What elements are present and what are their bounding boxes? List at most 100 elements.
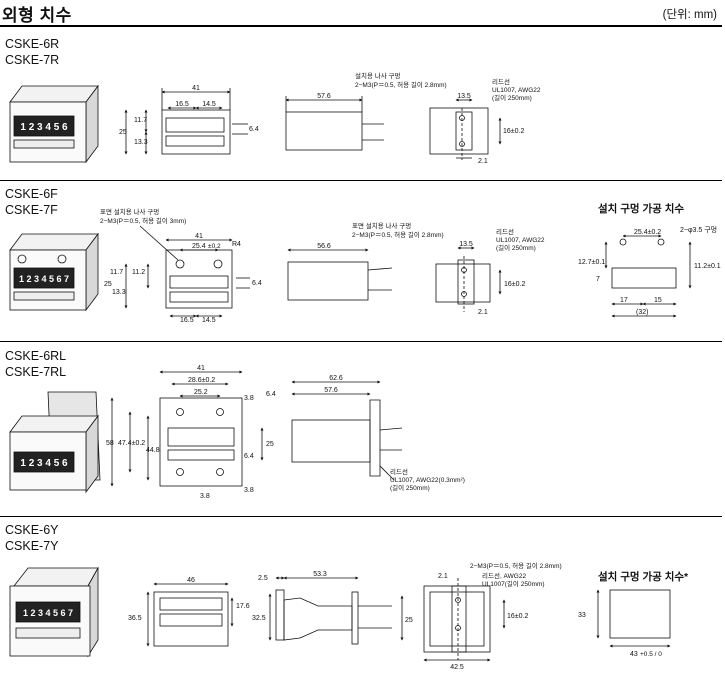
cutout-diagram-f <box>604 234 692 318</box>
dim-f-r: R4 <box>232 241 241 248</box>
cutout-y-h: 33 <box>578 612 586 619</box>
dim-r-h2: 25 <box>119 129 127 136</box>
rear-view-f <box>435 246 502 312</box>
lead-note-y-1: 리드선, AWG22 <box>482 571 526 580</box>
model-label-7f: CSKE-7F <box>5 203 58 217</box>
front-note-f-1: 표면 설치용 나사 구멍 <box>100 207 159 216</box>
dim-rl-h2: 58 <box>106 440 114 447</box>
model-label-6rl: CSKE-6RL <box>5 349 67 363</box>
dim-rl-depth2: 57.6 <box>324 387 338 394</box>
dim-y-side-h2: 25 <box>405 617 413 624</box>
cutout-diagram-y <box>596 589 671 648</box>
model-label-7rl: CSKE-7RL <box>5 365 67 379</box>
model-label-7y: CSKE-7Y <box>5 539 59 553</box>
counter-photo-rl: 1 2 3 4 5 6 <box>9 391 101 494</box>
dim-r-rear-h: 16±0.2 <box>503 128 524 135</box>
model-label-6y: CSKE-6Y <box>5 523 59 537</box>
dim-f-h3: 13.3 <box>112 289 126 296</box>
dim-f-depth: 56.6 <box>317 243 331 250</box>
lead-note-f-3: (길이 250mm) <box>496 243 536 252</box>
lead-note-rl-3: (길이 250mm) <box>390 483 430 492</box>
counter-photo-r: 1 2 3 4 5 6 <box>9 84 99 164</box>
section-divider <box>0 516 722 517</box>
dim-f-h2: 25 <box>104 281 112 288</box>
lead-note-r-1: 리드선 <box>492 77 510 86</box>
dim-y-rear-h: 16±0.2 <box>507 613 528 620</box>
unit-label: (단위: mm) <box>662 9 717 21</box>
cutout-y-tol: +0.5 / 0 <box>640 651 662 658</box>
dim-f-rear-p: 2.1 <box>478 309 488 316</box>
dim-rl-h1: 47.4±0.2 <box>118 440 145 447</box>
side-view-y <box>268 576 404 645</box>
lead-note-y-2: UL1007(길이 250mm) <box>482 579 545 588</box>
dim-rl-h3: 44.8 <box>146 447 160 454</box>
side-view-rl <box>291 380 403 481</box>
dim-r-h1: 11.7 <box>134 117 147 124</box>
dim-f-d4: 6.4 <box>252 280 262 287</box>
dim-rl-e1: 3.8 <box>244 395 254 402</box>
dim-rl-e5: 3.8 <box>244 487 254 494</box>
dim-y-d1: 2.5 <box>258 575 268 582</box>
model-label-6r: CSKE-6R <box>5 37 60 51</box>
front-note-f-2: 2−M3(P＝0.5, 허용 길이 3mm) <box>100 216 186 225</box>
dim-f-h1: 11.7 <box>110 269 123 276</box>
dim-r-d2: 14.5 <box>202 101 216 108</box>
dim-f-d3: 14.5 <box>202 317 216 324</box>
front-view-r <box>124 88 248 155</box>
side-view-r <box>285 96 384 151</box>
counter-display-y: 1 2 3 4 5 6 7 <box>23 608 73 618</box>
rear-view-y <box>423 578 506 662</box>
cutout-label-y: 설치 구멍 가공 치수* <box>598 571 689 583</box>
dim-f-d1: 25.4 <box>192 243 206 250</box>
dim-y-side-h1: 32.5 <box>252 615 266 622</box>
cutout-f-hole: 2−φ3.5 구멍 <box>680 225 717 234</box>
dim-rl-e2: 6.4 <box>266 391 276 398</box>
cutout-f-h1: 12.7±0.1 <box>578 259 605 266</box>
dim-f-width: 41 <box>195 233 203 240</box>
cutout-label-f: 설치 구멍 가공 치수 <box>598 203 685 215</box>
cutout-f-w2: 15 <box>654 297 662 304</box>
cutout-f-h2: 11.2±0.1 <box>694 263 721 270</box>
dim-rl-e3: 25 <box>266 441 274 448</box>
counter-display-f: 1 2 3 4 5 6 7 <box>19 274 69 284</box>
model-label-6f: CSKE-6F <box>5 187 58 201</box>
counter-display-r: 1 2 3 4 5 6 <box>20 122 68 133</box>
front-view-f <box>124 225 250 318</box>
screw-note-y-1: 2−M3(P＝0.5, 허용 길이 2.8mm) <box>470 561 562 570</box>
cutout-f-w1: 17 <box>620 297 628 304</box>
counter-photo-f: 1 2 3 4 5 6 7 <box>9 232 99 312</box>
dim-r-d3: 6.4 <box>249 126 259 133</box>
dim-y-h2: 17.6 <box>236 603 250 610</box>
dim-f-rear-h: 16±0.2 <box>504 281 525 288</box>
dim-y-rear-p: 2.1 <box>438 573 448 580</box>
dim-f-tol: ±0.2 <box>208 243 221 250</box>
lead-note-r-2: UL1007, AWG22 <box>492 87 541 94</box>
dim-r-d1: 16.5 <box>175 101 189 108</box>
dim-y-h1: 36.5 <box>128 615 142 622</box>
screw-note-r-1: 설치용 나사 구멍 <box>355 71 400 80</box>
dim-y-d2: 53.3 <box>313 571 327 578</box>
counter-photo-y: 1 2 3 4 5 6 7 <box>9 566 99 658</box>
lead-note-rl-1: 리드선 <box>390 467 408 476</box>
dim-r-width: 41 <box>192 85 200 92</box>
screw-note-f-1: 표면 설치용 나사 구멍 <box>352 221 411 230</box>
dim-rl-width: 41 <box>197 365 205 372</box>
front-view-rl <box>110 370 264 487</box>
model-label-7r: CSKE-7R <box>5 53 60 67</box>
dim-r-h3: 13.3 <box>134 139 148 146</box>
dim-rl-e4: 6.4 <box>244 453 254 460</box>
header-rule <box>0 25 722 27</box>
front-view-y <box>146 582 234 647</box>
lead-note-r-3: (길이 250mm) <box>492 93 532 102</box>
lead-note-f-1: 리드선 <box>496 227 514 236</box>
lead-note-rl-2: UL1007, AWG22(0.3mm²) <box>390 477 465 484</box>
section-divider <box>0 180 722 181</box>
screw-note-f-2: 2−M3(P＝0.5, 허용 길이 2.8mm) <box>352 230 444 239</box>
dim-y-rear-w: 42.5 <box>450 664 464 671</box>
dim-f-h1b: 11.2 <box>132 269 145 276</box>
page-title: 외형 치수 <box>2 6 72 25</box>
dim-rl-depth1: 62.6 <box>329 375 343 382</box>
dim-f-rear-w: 13.5 <box>459 241 473 248</box>
counter-display-rl: 1 2 3 4 5 6 <box>20 458 68 469</box>
